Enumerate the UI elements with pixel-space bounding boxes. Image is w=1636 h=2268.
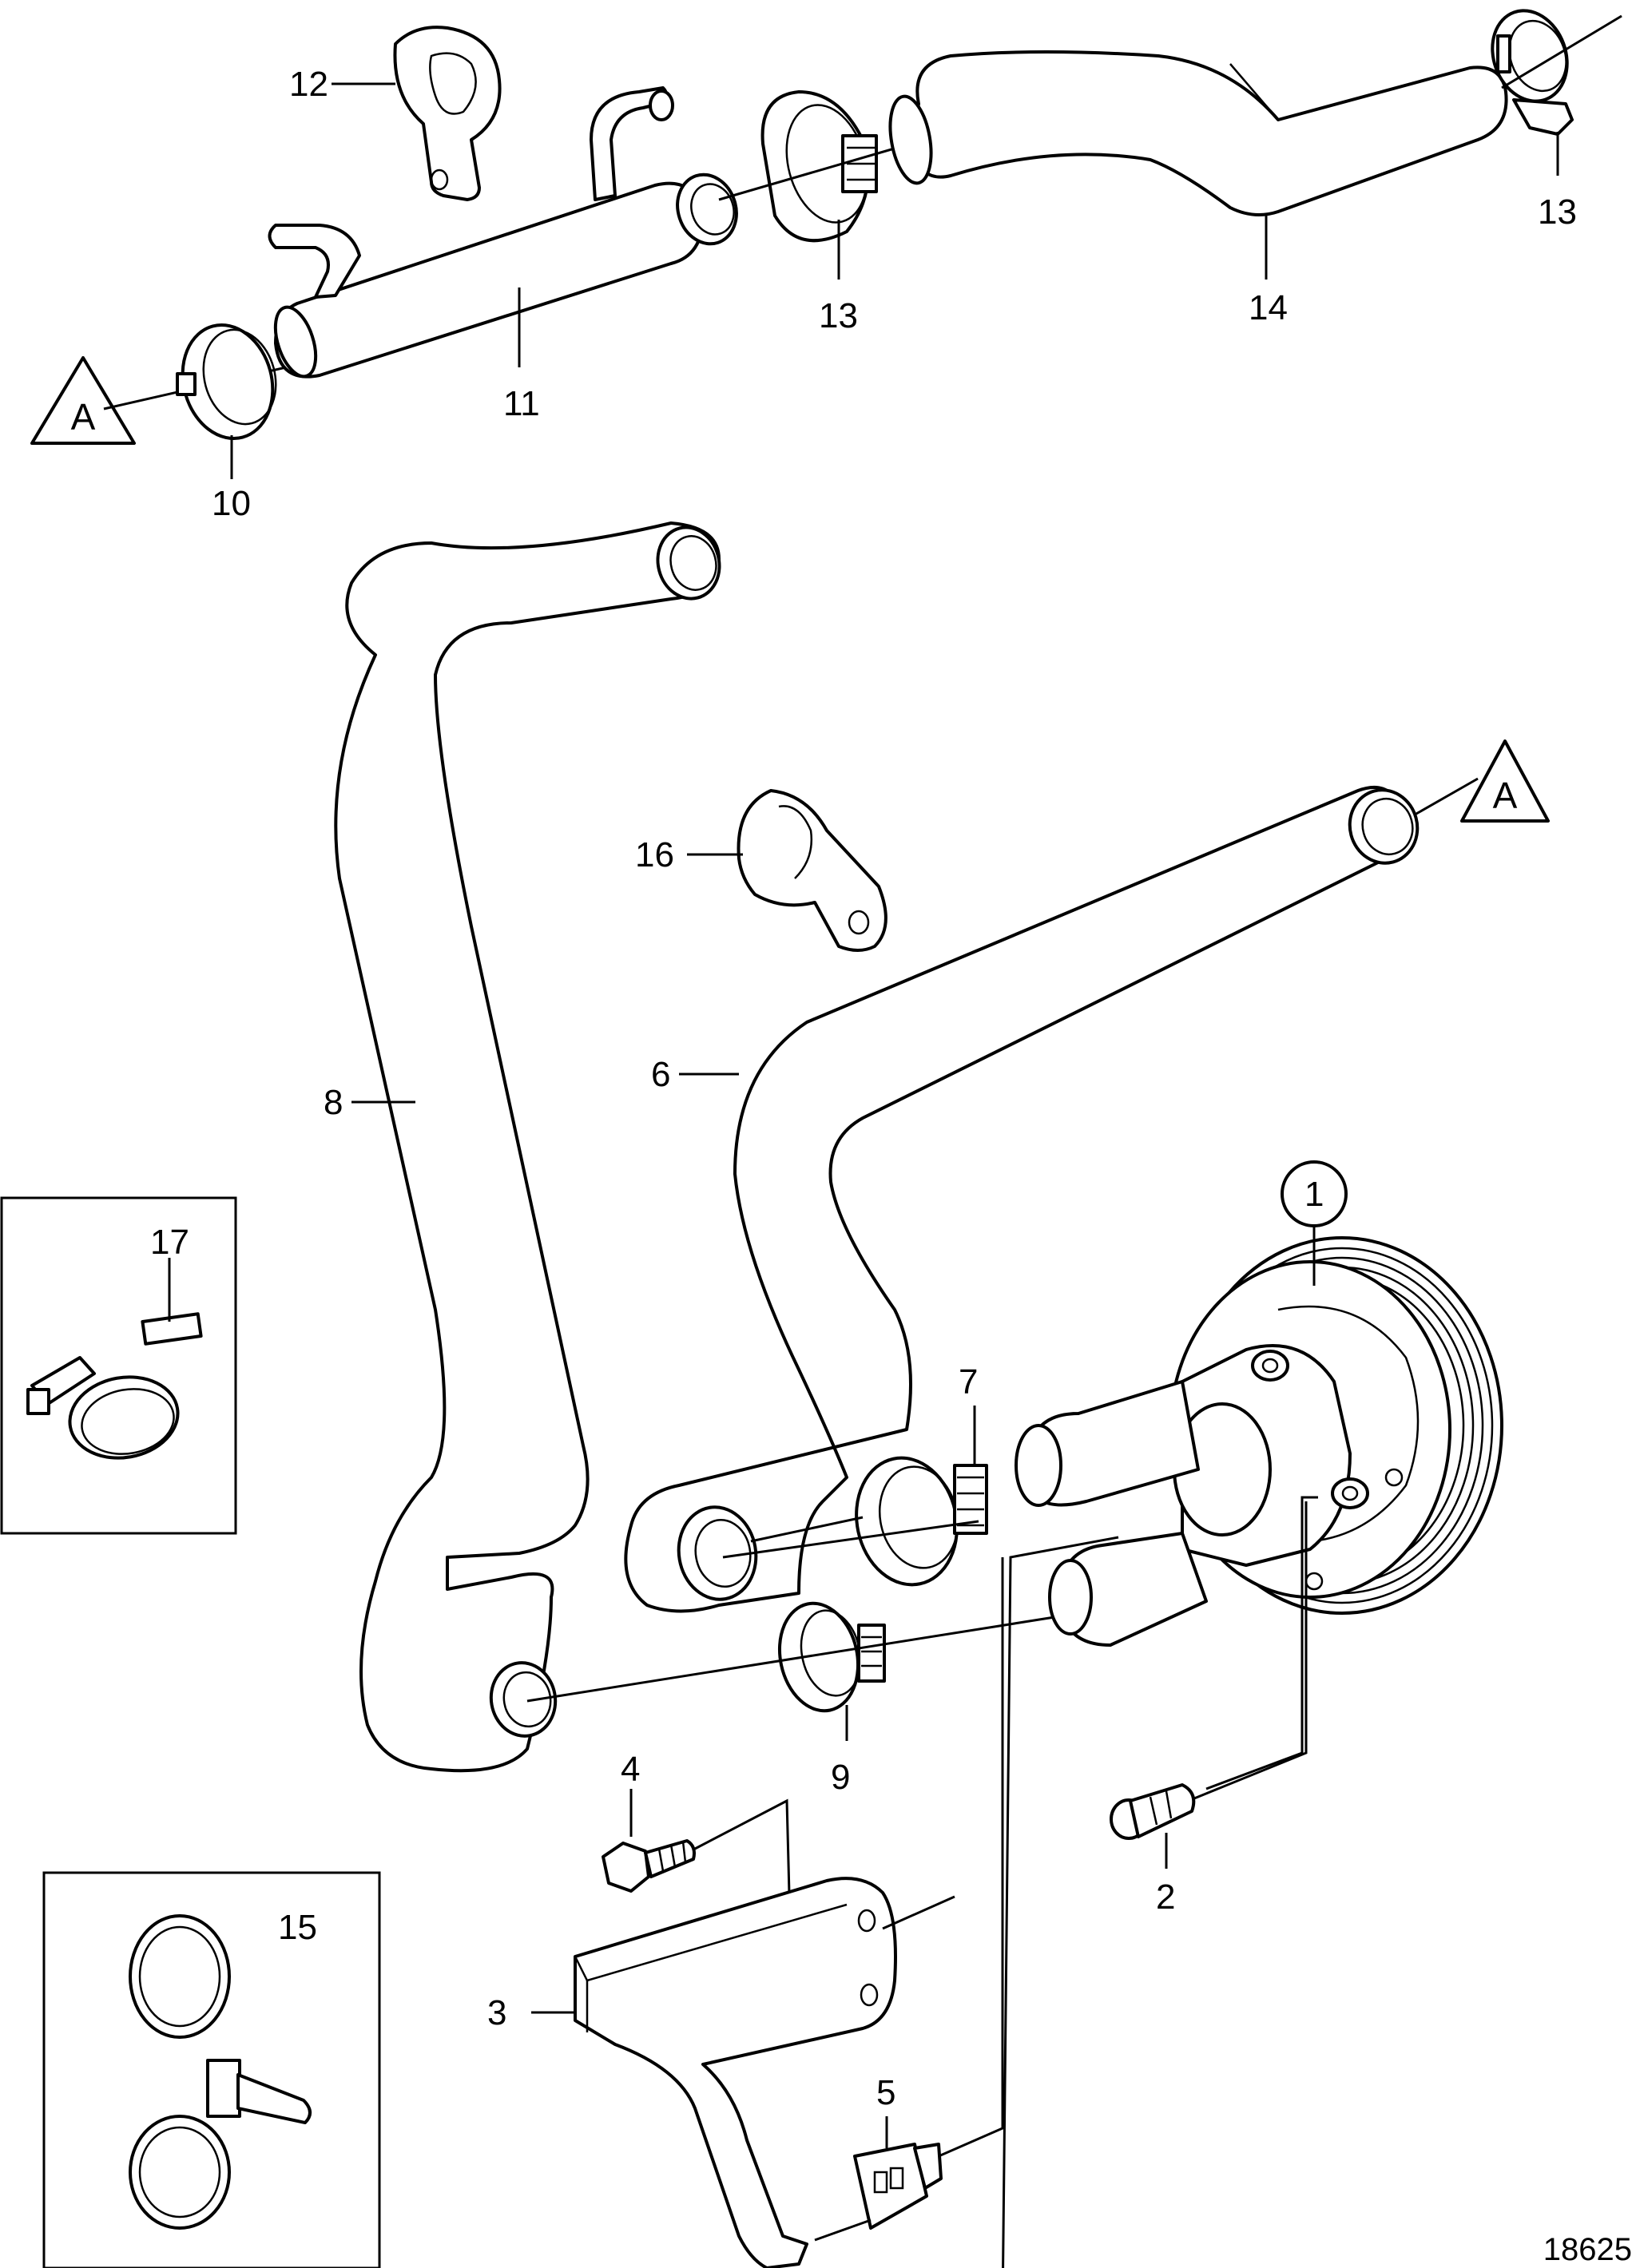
hose-clamp-13-right	[1491, 9, 1574, 136]
callout-9: 9	[831, 1758, 850, 1797]
callout-2: 2	[1156, 1877, 1175, 1917]
flange-bolt-4	[602, 1839, 696, 1893]
marker-a-left-label: A	[71, 396, 96, 438]
callout-14: 14	[1249, 288, 1288, 327]
socket-bolt-2	[1110, 1783, 1196, 1840]
hose-clamp-13-middle	[760, 90, 878, 243]
callout-6: 6	[651, 1055, 670, 1094]
hose-clamp-7	[855, 1456, 988, 1587]
callout-3: 3	[487, 1993, 506, 2032]
hose-clamp-10	[176, 323, 277, 440]
callout-13-middle: 13	[819, 296, 858, 335]
callout-7: 7	[959, 1362, 978, 1402]
marker-a-right-label: A	[1493, 775, 1518, 816]
diagram-reference-number: 18625	[1543, 2232, 1632, 2267]
callout-15: 15	[278, 1908, 317, 1947]
callout-13-right: 13	[1538, 192, 1577, 232]
water-pump-1	[1015, 1236, 1503, 1647]
hose-clamp-9	[777, 1601, 886, 1713]
callout-17: 17	[150, 1223, 189, 1262]
coolant-pipe-11	[268, 86, 738, 379]
callout-5: 5	[876, 2073, 895, 2112]
mounting-bracket-3	[574, 1877, 897, 2268]
callout-11: 11	[503, 384, 540, 423]
callout-12: 12	[289, 65, 328, 104]
hose-clip-16	[737, 789, 887, 952]
callout-8: 8	[324, 1083, 343, 1122]
twin-hose-clamp-15	[129, 1914, 312, 2230]
coolant-hose-14	[888, 50, 1508, 216]
inset-box-15	[42, 1871, 381, 2268]
callout-16: 16	[635, 835, 674, 874]
callout-4: 4	[621, 1750, 640, 1789]
hose-clamp-17	[26, 1312, 203, 1460]
callout-1: 1	[1304, 1175, 1324, 1214]
pipe-clip-12	[393, 26, 502, 201]
coolant-hose-8	[334, 521, 721, 1773]
sensor-connector-5	[853, 2143, 943, 2230]
connection-marker-a-left: A	[30, 356, 136, 445]
inset-box-17	[0, 1196, 237, 1535]
connection-marker-a-right: A	[1460, 739, 1550, 823]
callout-10: 10	[212, 484, 251, 523]
coolant-hose-6	[624, 786, 1420, 1613]
